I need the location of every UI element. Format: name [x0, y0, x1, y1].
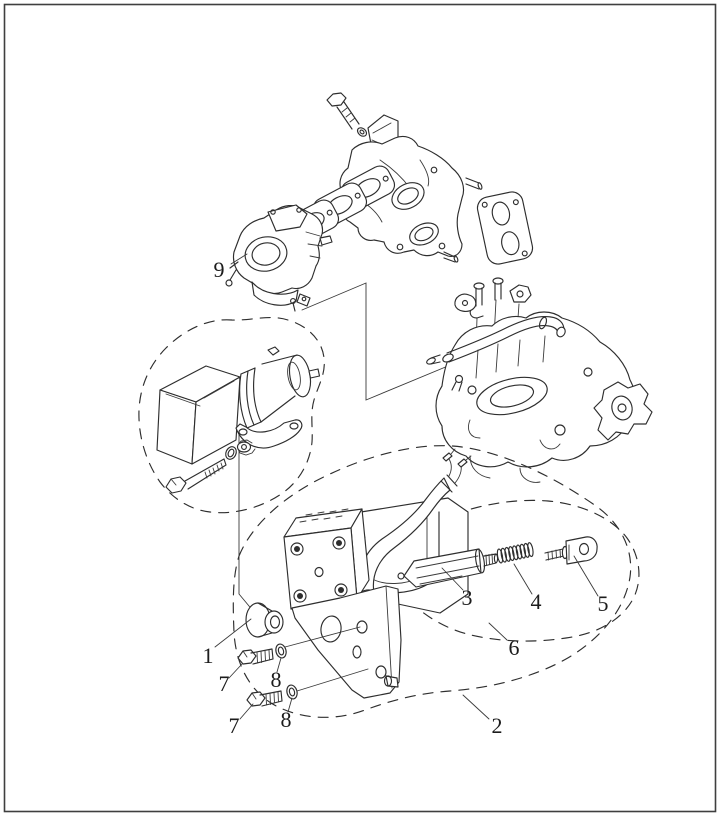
callout-3-label: 3 — [462, 585, 473, 610]
bolt-part7-upper — [237, 648, 274, 665]
starter-bolt-icon — [165, 458, 227, 494]
callout-4-label: 4 — [531, 589, 542, 614]
grommet-part1 — [245, 602, 284, 638]
border-frame — [3, 3, 717, 813]
callout-9-label: 9 — [214, 257, 225, 282]
callout-2-label: 2 — [492, 713, 503, 738]
callout-8-lower-label: 8 — [281, 707, 292, 732]
starter-nut-icon — [236, 439, 256, 456]
drive-coupler — [593, 381, 653, 441]
solenoid-bracket-assembly — [245, 448, 472, 699]
callout-5-label: 5 — [598, 591, 609, 616]
washer-part8-upper — [275, 643, 287, 659]
callout-leader-lines — [214, 253, 599, 720]
solenoid-body — [283, 508, 370, 612]
callout-8-upper-label: 8 — [271, 667, 282, 692]
callout-labels: 9 1 7 8 7 8 3 4 5 6 2 — [203, 257, 609, 738]
fuel-hose — [426, 315, 566, 365]
intake-manifold-assembly — [284, 92, 534, 265]
callout-7-lower-label: 7 — [229, 713, 240, 738]
mounting-plane-lines — [301, 282, 461, 401]
callout-1-label: 1 — [203, 643, 214, 668]
rod-end-part5 — [544, 536, 598, 565]
manifold-end-gasket — [476, 191, 534, 265]
spring-part4 — [496, 542, 534, 564]
callout-7-upper-label: 7 — [219, 671, 230, 696]
carburetor — [225, 204, 333, 312]
bolt-part7-lower — [246, 690, 283, 707]
callout-6-label: 6 — [509, 635, 520, 660]
mounting-bracket — [291, 585, 402, 699]
starter-oring-icon — [225, 446, 237, 460]
engine-assembly — [426, 277, 653, 483]
bracket-assembly-dashed-outline-part2 — [232, 445, 632, 718]
manifold-bolt-icon — [326, 92, 347, 107]
prime-starter-region-dashed-outline — [138, 317, 325, 514]
assembly-locator-line — [238, 431, 255, 613]
prime-starter-assembly — [156, 346, 321, 613]
